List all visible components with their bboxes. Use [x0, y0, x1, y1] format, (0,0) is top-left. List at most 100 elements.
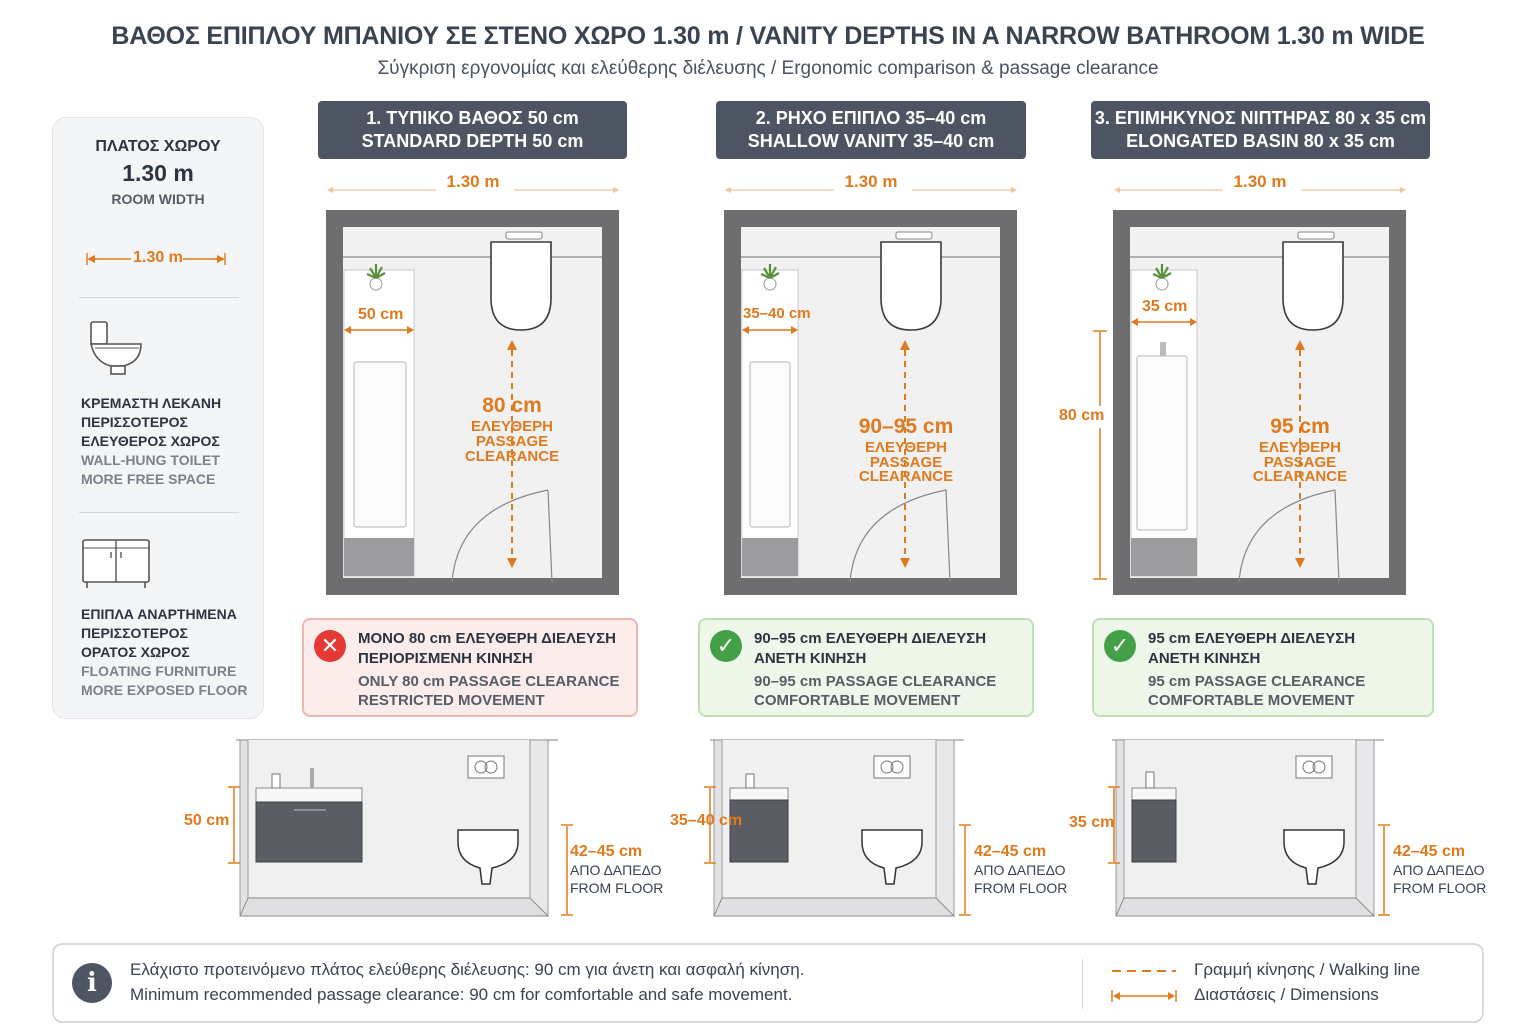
option-1-clearance-value: 80 cm — [482, 394, 542, 417]
furniture-note-en-1: FLOATING FURNITURE — [81, 663, 237, 679]
option-3-elevation — [1112, 739, 1384, 917]
option-2-clearance-en1: PASSAGE — [869, 454, 943, 471]
option-3-clearance-gr: ΕΛΕΥΘΕΡΗ — [1259, 439, 1341, 456]
check-icon: ✓ — [710, 630, 742, 662]
door-swing-icon — [1238, 489, 1340, 583]
option-3-clearance-en1: PASSAGE — [1263, 454, 1337, 471]
option-3-status-en1: 95 cm PASSAGE CLEARANCE — [1148, 673, 1366, 690]
option-2-status-en1: 90–95 cm PASSAGE CLEARANCE — [754, 673, 997, 690]
option-1-elevation — [236, 739, 558, 917]
toilet-note-en-1: WALL-HUNG TOILET — [81, 452, 220, 468]
furniture-note-gr-1: ΕΠΙΠΛΑ ΑΝΑΡΤΗΜΕΝΑ — [81, 606, 237, 622]
option-2-elev-depth-label: 35–40 cm — [670, 812, 743, 829]
option-3-elev-height: 42–45 cm ΑΠΟ ΔΑΠΕΔΟ FROM FLOOR — [1393, 843, 1486, 897]
error-x-icon: ✕ — [314, 630, 346, 662]
furniture-note: ΕΠΙΠΛΑ ΑΝΑΡΤΗΜΕΝΑ ΠΕΡΙΣΣΟΤΕΡΟΣ ΟΡΑΤΟΣ ΧΩ… — [81, 605, 261, 700]
option-2-clearance-value: 90–95 cm — [858, 415, 954, 438]
option-3-header-gr: 3. ΕΠΙΜΗΚΥΝΟΣ ΝΙΠΤΗΡΑΣ 80 x 35 cm — [1094, 108, 1427, 128]
option-3-elev-height-dimension — [1378, 824, 1390, 916]
option-1-clearance-en2: CLEARANCE — [464, 448, 560, 465]
option-3-clearance-en2: CLEARANCE — [1252, 468, 1348, 485]
door-swing-icon — [849, 489, 951, 583]
option-1-elev-depth-label: 50 cm — [184, 812, 230, 829]
footer-note-en: Minimum recommended passage clearance: 9… — [130, 985, 793, 1004]
toilet-note-gr-1: ΚΡΕΜΑΣΤΗ ΛΕΚΑΝΗ — [81, 395, 222, 411]
check-icon: ✓ — [1104, 630, 1136, 662]
footer-note-gr: Ελάχιστο προτεινόμενο πλάτος ελεύθερης δ… — [130, 960, 805, 979]
toilet-note-en-2: MORE FREE SPACE — [81, 471, 216, 487]
option-2-clearance-gr: ΕΛΕΥΘΕΡΗ — [865, 439, 947, 456]
legend-icons — [1111, 970, 1177, 1002]
option-1-elev-height-dimension — [561, 824, 573, 916]
room-width-title: ΠΛΑΤΟΣ ΧΩΡΟΥ — [95, 138, 221, 155]
option-2-width-label: 1.30 m — [844, 172, 898, 191]
legend-dimensions: Διαστάσεις / Dimensions — [1194, 985, 1379, 1004]
option-2-elev-height-dimension — [959, 824, 971, 916]
option-2-floor-plan — [724, 210, 1017, 595]
option-1-elev-height-en: FROM FLOOR — [570, 880, 664, 896]
option-3-floor-plan — [1113, 210, 1406, 595]
option-1-depth-dimension — [344, 326, 414, 334]
option-1-elev-depth-dimension — [228, 786, 240, 864]
option-3-walking-line — [1295, 340, 1305, 568]
option-2-status-box: ✓ 90–95 cm ΕΛΕΥΘΕΡΗ ΔΙΕΛΕΥΣΗ ΑΝΕΤΗ ΚΙΝΗΣ… — [698, 618, 1034, 717]
option-2-header: 2. ΡΗΧΟ ΕΠΙΠΛΟ 35–40 cm SHALLOW VANITY 3… — [716, 101, 1026, 159]
option-3-clearance-value: 95 cm — [1270, 415, 1330, 438]
info-icon: i — [72, 963, 112, 1003]
toilet-note: ΚΡΕΜΑΣΤΗ ΛΕΚΑΝΗ ΠΕΡΙΣΣΟΤΕΡΟΣ ΕΛΕΥΘΕΡΟΣ Χ… — [81, 394, 261, 489]
option-3-elev-height-en: FROM FLOOR — [1393, 880, 1487, 896]
room-width-arrow-label: 1.30 m — [133, 249, 183, 266]
toilet-note-gr-3: ΕΛΕΥΘΕΡΟΣ ΧΩΡΟΣ — [81, 433, 220, 449]
page-title: ΒΑΘΟΣ ΕΠΙΠΛΟΥ ΜΠΑΝΙΟΥ ΣΕ ΣΤΕΝΟ ΧΩΡΟ 1.30… — [111, 22, 1425, 50]
option-1-depth-label: 50 cm — [358, 306, 404, 323]
toilet-icon — [490, 231, 552, 331]
option-1-status-gr1: ΜΟΝΟ 80 cm ΕΛΕΥΘΕΡΗ ΔΙΕΛΕΥΣΗ — [358, 630, 616, 647]
floating-cabinet-icon — [82, 539, 150, 588]
room-width-en: ROOM WIDTH — [111, 191, 205, 207]
option-2-walking-line — [900, 340, 910, 568]
footer-info-panel: i Ελάχιστο προτεινόμενο πλάτος ελεύθερης… — [52, 943, 1484, 1023]
option-3-width-label: 1.30 m — [1233, 172, 1287, 191]
option-2-status-gr1: 90–95 cm ΕΛΕΥΘΕΡΗ ΔΙΕΛΕΥΣΗ — [754, 630, 987, 647]
option-2-elevation — [710, 739, 964, 917]
option-1-width-dimension — [327, 187, 619, 193]
option-3-depth-label: 35 cm — [1142, 298, 1188, 315]
option-2-header-en: SHALLOW VANITY 35–40 cm — [747, 131, 995, 151]
option-2-elev-height-value: 42–45 cm — [974, 843, 1047, 860]
sidebar-divider — [79, 297, 239, 298]
option-1-status-box: ✕ ΜΟΝΟ 80 cm ΕΛΕΥΘΕΡΗ ΔΙΕΛΕΥΣΗ ΠΕΡΙΟΡΙΣΜ… — [302, 618, 638, 717]
option-1-status-en1: ONLY 80 cm PASSAGE CLEARANCE — [358, 673, 620, 690]
option-1-status-gr2: ΠΕΡΙΟΡΙΣΜΕΝΗ ΚΙΝΗΣΗ — [358, 650, 533, 667]
room-width-value: 1.30 m — [122, 160, 194, 186]
door-swing-icon — [451, 489, 553, 583]
option-2-depth-dimension — [742, 326, 798, 334]
page-subtitle: Σύγκριση εργονομίας και ελεύθερης διέλευ… — [377, 58, 1159, 79]
option-3-length-label: 80 cm — [1059, 407, 1105, 425]
option-2-status-en2: COMFORTABLE MOVEMENT — [754, 692, 961, 709]
option-2-depth-label: 35–40 cm — [743, 305, 811, 322]
toilet-icon — [880, 231, 942, 331]
option-1-elev-height: 42–45 cm ΑΠΟ ΔΑΠΕΔΟ FROM FLOOR — [570, 843, 663, 897]
option-1-status-en2: RESTRICTED MOVEMENT — [358, 692, 545, 709]
option-2-width-dimension — [725, 187, 1017, 193]
option-1-header-gr: 1. ΤΥΠΙΚΟ ΒΑΘΟΣ 50 cm — [366, 108, 579, 128]
option-3-status-gr2: ΑΝΕΤΗ ΚΙΝΗΣΗ — [1148, 650, 1261, 667]
wall-hung-toilet-icon — [90, 321, 142, 375]
footer-divider — [1082, 959, 1083, 1009]
furniture-note-gr-3: ΟΡΑΤΟΣ ΧΩΡΟΣ — [81, 644, 190, 660]
option-2-clearance-en2: CLEARANCE — [858, 468, 954, 485]
option-3-status-en2: COMFORTABLE MOVEMENT — [1148, 692, 1355, 709]
toilet-note-gr-2: ΠΕΡΙΣΣΟΤΕΡΟΣ — [81, 414, 188, 430]
furniture-note-gr-2: ΠΕΡΙΣΣΟΤΕΡΟΣ — [81, 625, 188, 641]
option-1-walking-line — [507, 340, 517, 568]
option-1-clearance-gr: ΕΛΕΥΘΕΡΗ — [471, 418, 553, 435]
option-2-header-gr: 2. ΡΗΧΟ ΕΠΙΠΛΟ 35–40 cm — [755, 108, 987, 128]
option-3-header: 3. ΕΠΙΜΗΚΥΝΟΣ ΝΙΠΤΗΡΑΣ 80 x 35 cm ELONGA… — [1091, 101, 1430, 159]
option-1-width-label: 1.30 m — [446, 172, 500, 191]
option-3-status-gr1: 95 cm ΕΛΕΥΘΕΡΗ ΔΙΕΛΕΥΣΗ — [1148, 630, 1356, 647]
option-2-status-gr2: ΑΝΕΤΗ ΚΙΝΗΣΗ — [754, 650, 867, 667]
furniture-note-en-2: MORE EXPOSED FLOOR — [81, 682, 248, 698]
plant-icon — [1152, 264, 1172, 291]
option-2-elev-depth-dimension — [704, 786, 716, 864]
option-1-clearance-en1: PASSAGE — [475, 433, 549, 450]
